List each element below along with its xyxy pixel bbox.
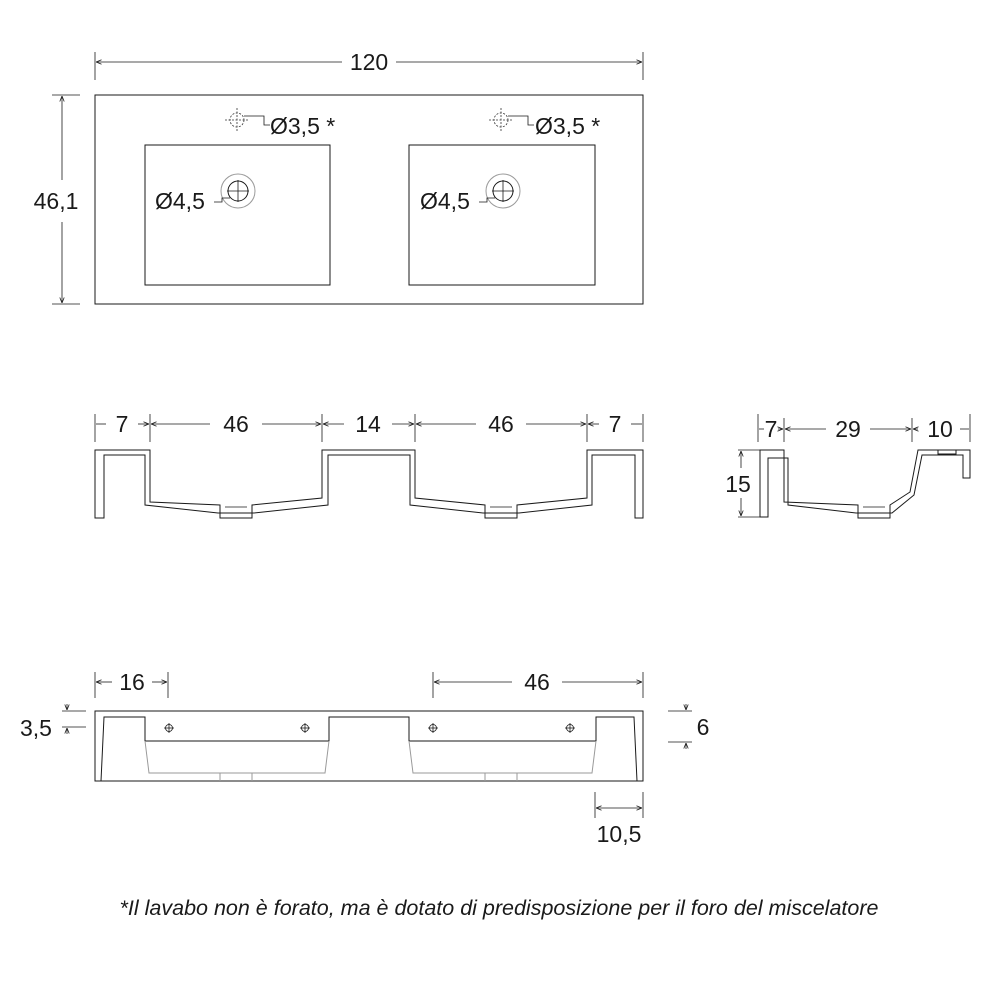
front-dim-1: 7 — [116, 411, 129, 437]
front-view-dim-left: 16 — [119, 669, 145, 695]
dim-overall-depth: 46,1 — [34, 94, 80, 305]
front-view: 16 46 3,5 6 10,5 — [20, 669, 709, 847]
drain-left-icon — [214, 173, 256, 209]
front-section-profile — [94, 449, 644, 519]
footnote: *Il lavabo non è forato, ma è dotato di … — [119, 896, 879, 920]
side-section: 7 29 10 15 — [725, 414, 971, 519]
front-dim-3: 14 — [355, 411, 381, 437]
tap-hole-left-icon — [225, 108, 270, 132]
front-dim-5: 7 — [609, 411, 622, 437]
drain-right-icon — [479, 173, 521, 209]
front-view-dim-right: 46 — [524, 669, 550, 695]
basin-right-outline — [408, 144, 596, 286]
front-view-dim-side: 6 — [697, 714, 710, 740]
side-dim-3: 10 — [927, 416, 953, 442]
front-dim-4: 46 — [488, 411, 514, 437]
drain-left-label: Ø4,5 — [155, 188, 205, 214]
front-section: 7 46 14 46 7 — [94, 411, 644, 519]
dim-overall-depth-label: 46,1 — [34, 188, 79, 214]
side-dim-height: 15 — [725, 471, 751, 497]
side-dim-2: 29 — [835, 416, 861, 442]
tap-hole-right-label: Ø3,5 * — [535, 113, 600, 139]
side-dim-1: 7 — [765, 416, 778, 442]
front-view-outline — [94, 710, 644, 782]
fixing-hole-icon — [565, 723, 575, 733]
dim-overall-width: 120 — [94, 49, 644, 80]
side-section-profile — [759, 449, 971, 519]
fixing-hole-icon — [428, 723, 438, 733]
tap-hole-left-label: Ø3,5 * — [270, 113, 335, 139]
top-view: 120 46,1 Ø3,5 * Ø3,5 * — [34, 49, 644, 305]
fixing-hole-icon — [164, 723, 174, 733]
front-view-dim-bottom: 10,5 — [597, 821, 642, 847]
basin-left-outline — [144, 144, 331, 286]
tap-hole-right-icon — [489, 108, 534, 132]
front-view-dim-top: 3,5 — [20, 715, 52, 741]
drain-right-label: Ø4,5 — [420, 188, 470, 214]
dim-overall-width-label: 120 — [350, 49, 388, 75]
front-dim-2: 46 — [223, 411, 249, 437]
top-outline — [94, 94, 644, 305]
fixing-hole-icon — [300, 723, 310, 733]
